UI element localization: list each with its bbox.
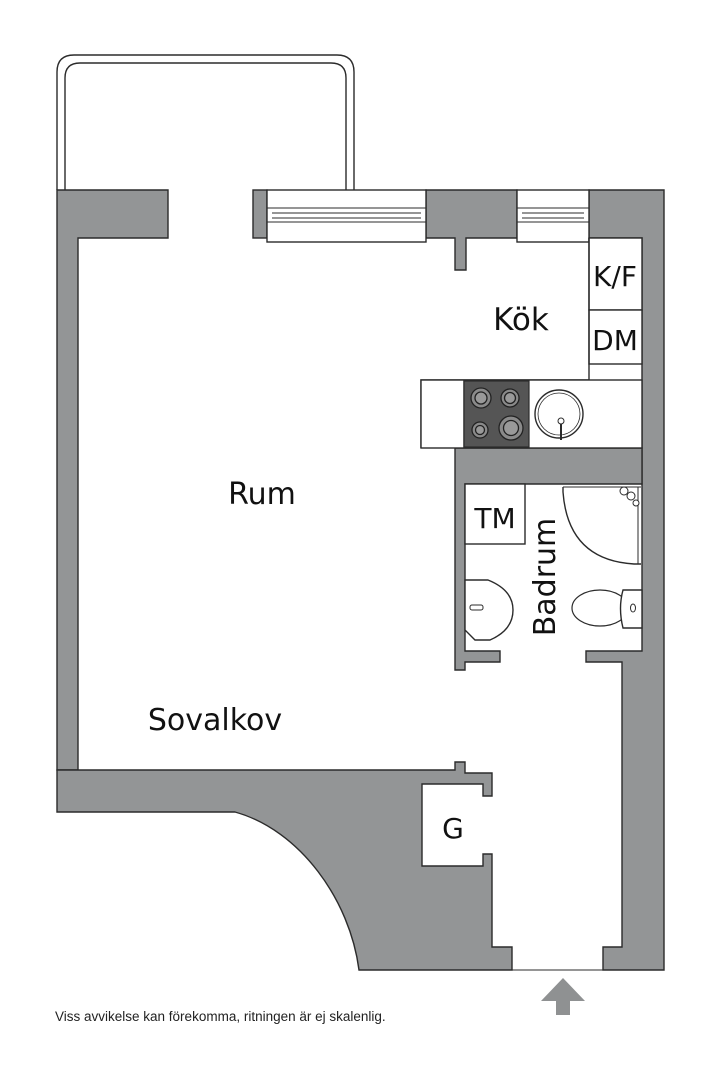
room-label-kitchen: Kök xyxy=(493,302,549,338)
label-dishwasher: DM xyxy=(592,324,638,357)
walls xyxy=(56,189,665,971)
room-label-living: Rum xyxy=(228,477,296,512)
balcony xyxy=(56,54,355,190)
label-wardrobe: G xyxy=(442,812,464,845)
window-kitchen xyxy=(516,189,590,243)
disclaimer-text: Viss avvikelse kan förekomma, ritningen … xyxy=(55,1009,386,1024)
washing-machine xyxy=(464,483,526,545)
label-washing-machine: TM xyxy=(473,502,515,535)
kitchen-sink xyxy=(534,389,584,440)
label-fridge-freezer: K/F xyxy=(593,260,637,293)
window-living xyxy=(266,189,427,243)
room-label-bathroom: Badrum xyxy=(528,518,563,637)
bathroom-fixtures xyxy=(464,483,643,641)
kitchen-cabinets xyxy=(420,237,643,449)
entrance-arrow-icon xyxy=(541,978,585,1015)
room-label-sleeping-alcove: Sovalkov xyxy=(148,703,282,738)
